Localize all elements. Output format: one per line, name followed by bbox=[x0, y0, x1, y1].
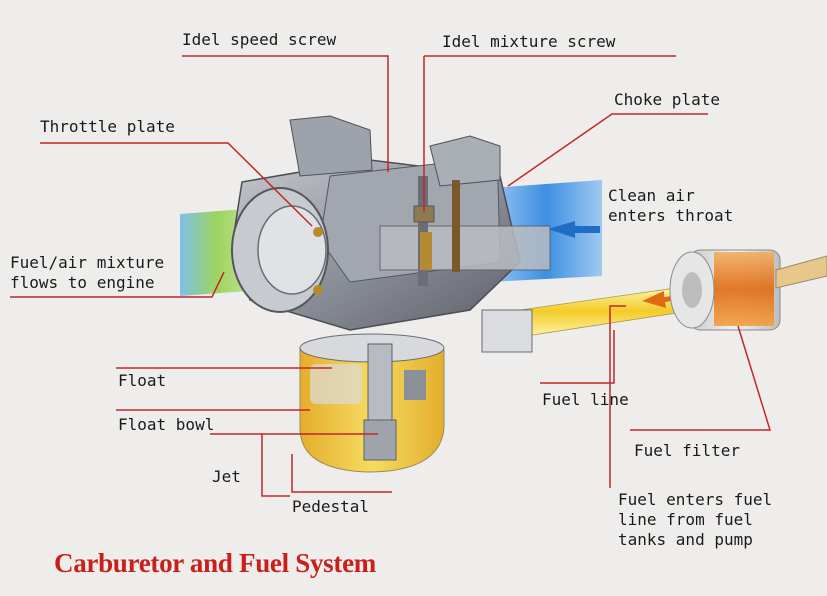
label-fuel-line: Fuel line bbox=[542, 390, 629, 409]
leader-throttle-plate bbox=[40, 142, 313, 227]
fuel-filter-shape bbox=[669, 249, 827, 331]
air-flow-arrow bbox=[548, 221, 600, 238]
label-jet: Jet bbox=[212, 467, 241, 486]
label-throttle-plate: Throttle plate bbox=[40, 117, 175, 136]
label-float: Float bbox=[118, 371, 167, 390]
label-fuel-air-mixture: Fuel/air mixture flows to engine bbox=[10, 253, 165, 292]
leader-jet bbox=[210, 433, 290, 497]
diagram-title: Carburetor and Fuel System bbox=[54, 548, 376, 578]
label-idle-mixture-screw: Idel mixture screw bbox=[442, 32, 616, 51]
label-fuel-filter: Fuel filter bbox=[634, 441, 740, 460]
label-pedestal: Pedestal bbox=[292, 497, 370, 516]
leader-fuel-filter bbox=[630, 325, 772, 431]
carburetor-body bbox=[231, 115, 551, 331]
leader-pedestal bbox=[291, 454, 392, 493]
leader-idle-speed-screw bbox=[182, 55, 389, 172]
label-choke-plate: Choke plate bbox=[614, 90, 720, 109]
leader-lines bbox=[10, 55, 772, 497]
leader-choke-plate bbox=[507, 113, 708, 187]
label-float-bowl: Float bowl bbox=[118, 415, 215, 434]
label-idle-speed-screw: Idel speed screw bbox=[182, 30, 337, 49]
float-bowl-shape bbox=[299, 333, 445, 473]
fuel-line-shape bbox=[481, 285, 697, 353]
label-fuel-enters: Fuel enters fuel line from fuel tanks an… bbox=[618, 490, 773, 549]
leader-fuel-line bbox=[540, 330, 615, 384]
leader-fuel-enters bbox=[609, 305, 626, 488]
leader-fuel-air-mixture bbox=[10, 271, 225, 298]
label-clean-air: Clean air enters throat bbox=[608, 186, 734, 225]
